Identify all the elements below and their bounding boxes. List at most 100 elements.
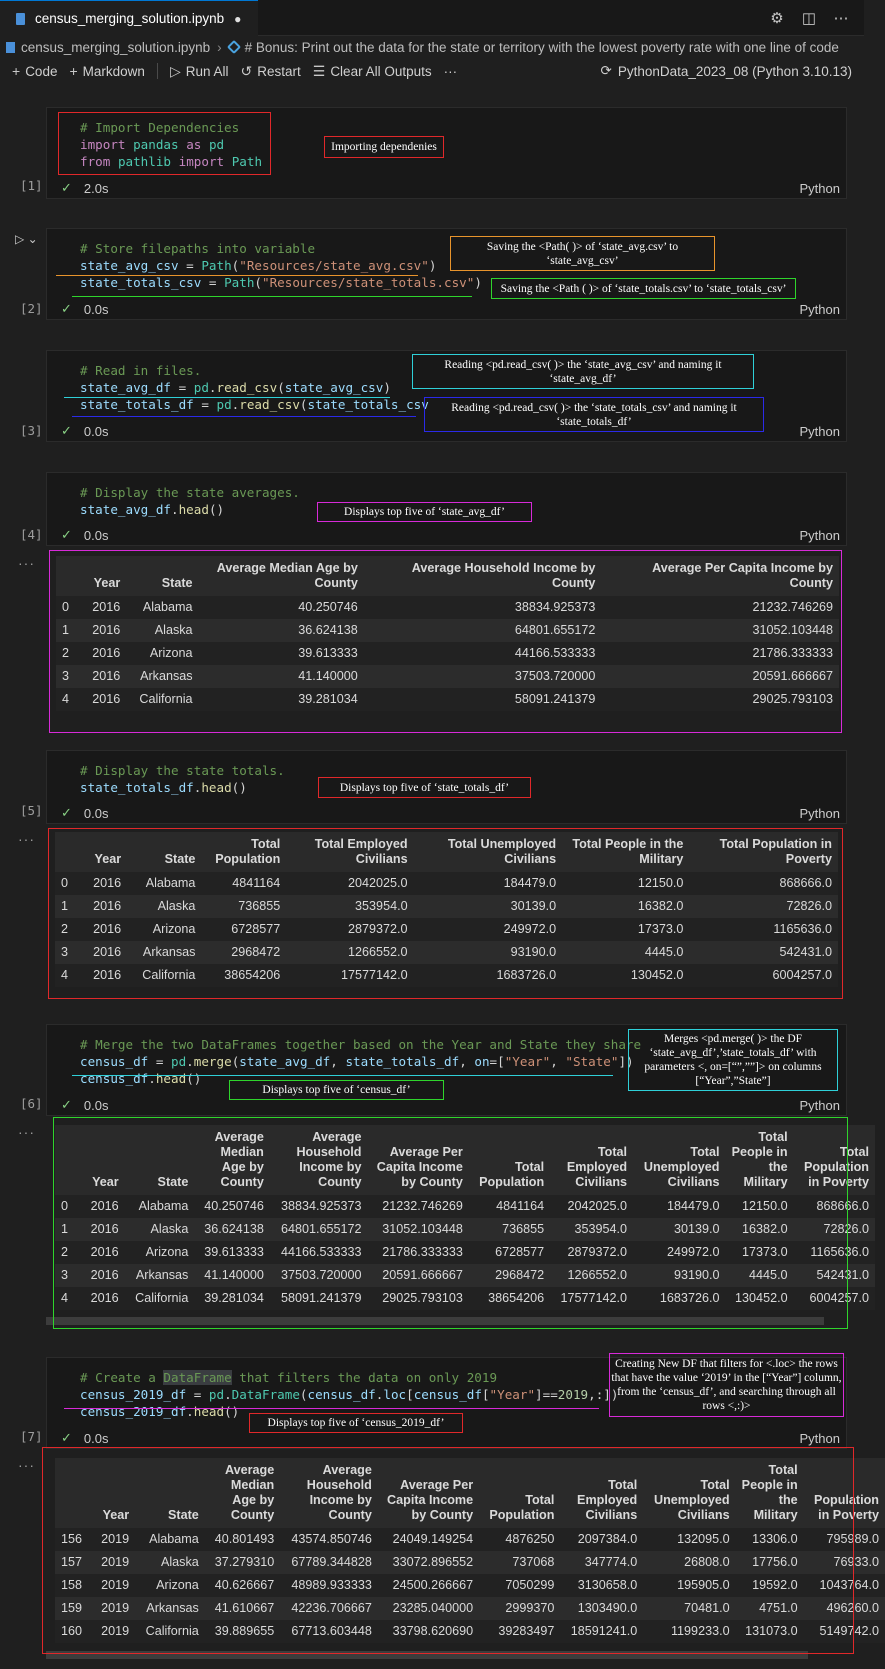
cell-4-language[interactable]: Python: [799, 528, 840, 543]
cell-4-code[interactable]: # Display the state averages. state_avg_…: [80, 485, 300, 517]
clear-outputs-button[interactable]: ☰Clear All Outputs: [313, 63, 432, 80]
row-index: 1: [61, 899, 69, 913]
table-cell: 39.889655: [214, 1624, 275, 1638]
code-cell-7[interactable]: # Create a DataFrame that filters the da…: [46, 1357, 847, 1449]
restart-label: Restart: [257, 63, 301, 79]
code-keyword-arg: on: [474, 1054, 490, 1069]
breadcrumb-file[interactable]: census_merging_solution.ipynb: [21, 39, 211, 55]
code-cell-5[interactable]: # Display the state totals. state_totals…: [46, 750, 847, 824]
unsaved-dot-icon[interactable]: ●: [234, 11, 242, 26]
table-cell: 868666.0: [779, 876, 832, 890]
table-cell: 184479.0: [666, 1199, 720, 1213]
code-function: read_csv: [239, 397, 300, 412]
check-icon: ✓: [61, 805, 72, 820]
cell-7-language[interactable]: Python: [799, 1431, 840, 1446]
restart-button[interactable]: ↺Restart: [241, 63, 301, 80]
annotation-note: Displays top five of ‘state_avg_df’: [317, 502, 532, 522]
cell-2-code[interactable]: # Store filepaths into variable state_av…: [80, 241, 482, 290]
table-cell: Arkansas: [140, 669, 193, 683]
table-cell: 2042025.0: [348, 876, 408, 890]
annotation-note: Displays top five of ‘state_totals_df’: [318, 777, 531, 798]
code-cell-1[interactable]: # Import Dependencies import pandas as p…: [46, 107, 847, 199]
table-cell: 38834.925373: [280, 1199, 362, 1213]
cell-2-language[interactable]: Python: [799, 302, 840, 317]
code-cell-6[interactable]: # Merge the two DataFrames together base…: [46, 1024, 847, 1116]
cell-1-language[interactable]: Python: [799, 181, 840, 196]
annotation-note: Saving the <Path ( )> of ‘state_totals.c…: [491, 278, 796, 299]
table-cell: 1683726.0: [496, 968, 557, 982]
table-cell: Alabama: [145, 876, 196, 890]
output-more-icon[interactable]: ···: [18, 1124, 35, 1140]
cell-6-code[interactable]: # Merge the two DataFrames together base…: [80, 1037, 642, 1086]
table-cell: 1199233.0: [670, 1624, 730, 1638]
more-icon[interactable]: ⋯: [833, 10, 849, 27]
column-header: Total Employed Civilians: [314, 837, 408, 866]
cell-7-code[interactable]: # Create a DataFrame that filters the da…: [80, 1370, 619, 1419]
table-cell: 38654206: [488, 1291, 545, 1305]
code-variable: state_totals_df: [80, 397, 194, 412]
table-cell: 2016: [92, 600, 121, 614]
run-cell-button[interactable]: ▷ ⌄: [15, 232, 38, 246]
table-cell: 21786.333333: [382, 1245, 463, 1259]
output-more-icon[interactable]: ···: [18, 555, 35, 571]
code-module: pandas: [133, 137, 179, 152]
table-cell: 19592.0: [752, 1578, 798, 1592]
add-markdown-button[interactable]: +Markdown: [69, 63, 144, 79]
table-cell: Alaska: [150, 1222, 189, 1236]
cell-5-code[interactable]: # Display the state totals. state_totals…: [80, 763, 285, 795]
table-cell: Arizona: [156, 1578, 199, 1592]
annotation-underline: [72, 296, 472, 297]
table-cell: 72826.0: [823, 1222, 869, 1236]
code-cell-4[interactable]: # Display the state averages. state_avg_…: [46, 472, 847, 546]
breadcrumb-section[interactable]: # Bonus: Print out the data for the stat…: [244, 39, 839, 55]
output-more-icon[interactable]: ···: [18, 831, 35, 847]
clear-outputs-icon: ☰: [312, 62, 326, 79]
table-cell: Alaska: [157, 899, 196, 913]
add-code-button[interactable]: +Code: [12, 63, 57, 79]
horizontal-scrollbar[interactable]: [46, 1651, 808, 1659]
table-cell: 24049.149254: [392, 1532, 474, 1546]
table-cell: 20591.666667: [752, 669, 833, 683]
gear-icon[interactable]: ⚙: [770, 10, 784, 27]
cell-3-language[interactable]: Python: [799, 424, 840, 439]
cell-2-exec-count: [2]: [20, 301, 43, 316]
table-cell: 1043764.0: [819, 1578, 879, 1592]
table-cell: 4445.0: [644, 945, 684, 959]
code-keyword: import: [80, 137, 126, 152]
code-class: Path: [224, 275, 255, 290]
table-cell: 39283497: [498, 1624, 555, 1638]
column-header: Average Median Age by County: [216, 561, 358, 590]
tab-notebook[interactable]: census_merging_solution.ipynb ●: [0, 0, 258, 36]
table-cell: California: [135, 1291, 189, 1305]
table-cell: 2042025.0: [567, 1199, 628, 1213]
row-index: 156: [61, 1532, 83, 1546]
cell-3-code[interactable]: # Read in files. state_avg_df = pd.read_…: [80, 363, 429, 412]
horizontal-scrollbar[interactable]: [46, 1317, 824, 1325]
toolbar-more-button[interactable]: ···: [443, 63, 458, 79]
split-editor-icon[interactable]: ◫: [801, 10, 817, 27]
row-index: 4: [61, 1291, 69, 1305]
tab-title: census_merging_solution.ipynb: [35, 11, 225, 26]
table-cell: 4751.0: [759, 1601, 798, 1615]
code-cell-2[interactable]: # Store filepaths into variable state_av…: [46, 228, 847, 320]
cell-5-language[interactable]: Python: [799, 806, 840, 821]
cell-1-code[interactable]: # Import Dependencies import pandas as p…: [80, 119, 262, 170]
cell-4-status: ✓0.0s: [61, 527, 108, 543]
code-cell-3[interactable]: # Read in files. state_avg_df = pd.read_…: [46, 350, 847, 442]
table-cell: 21232.746269: [382, 1199, 463, 1213]
cell-2-time: 0.0s: [83, 301, 109, 317]
code-module: pd: [208, 1387, 225, 1402]
annotation-underline: [72, 416, 416, 417]
table-cell: California: [139, 692, 193, 706]
annotation-note: Merges <pd.merge( )> the DF ‘state_avg_d…: [628, 1029, 838, 1091]
output-more-icon[interactable]: ···: [18, 1457, 35, 1473]
cell-6-language[interactable]: Python: [799, 1098, 840, 1113]
run-all-button[interactable]: ▷Run All: [170, 63, 229, 80]
kernel-picker[interactable]: ⟳PythonData_2023_08 (Python 3.10.13): [601, 58, 853, 84]
table-cell: 2016: [92, 623, 121, 637]
cell-4-exec-count: [4]: [20, 527, 43, 542]
